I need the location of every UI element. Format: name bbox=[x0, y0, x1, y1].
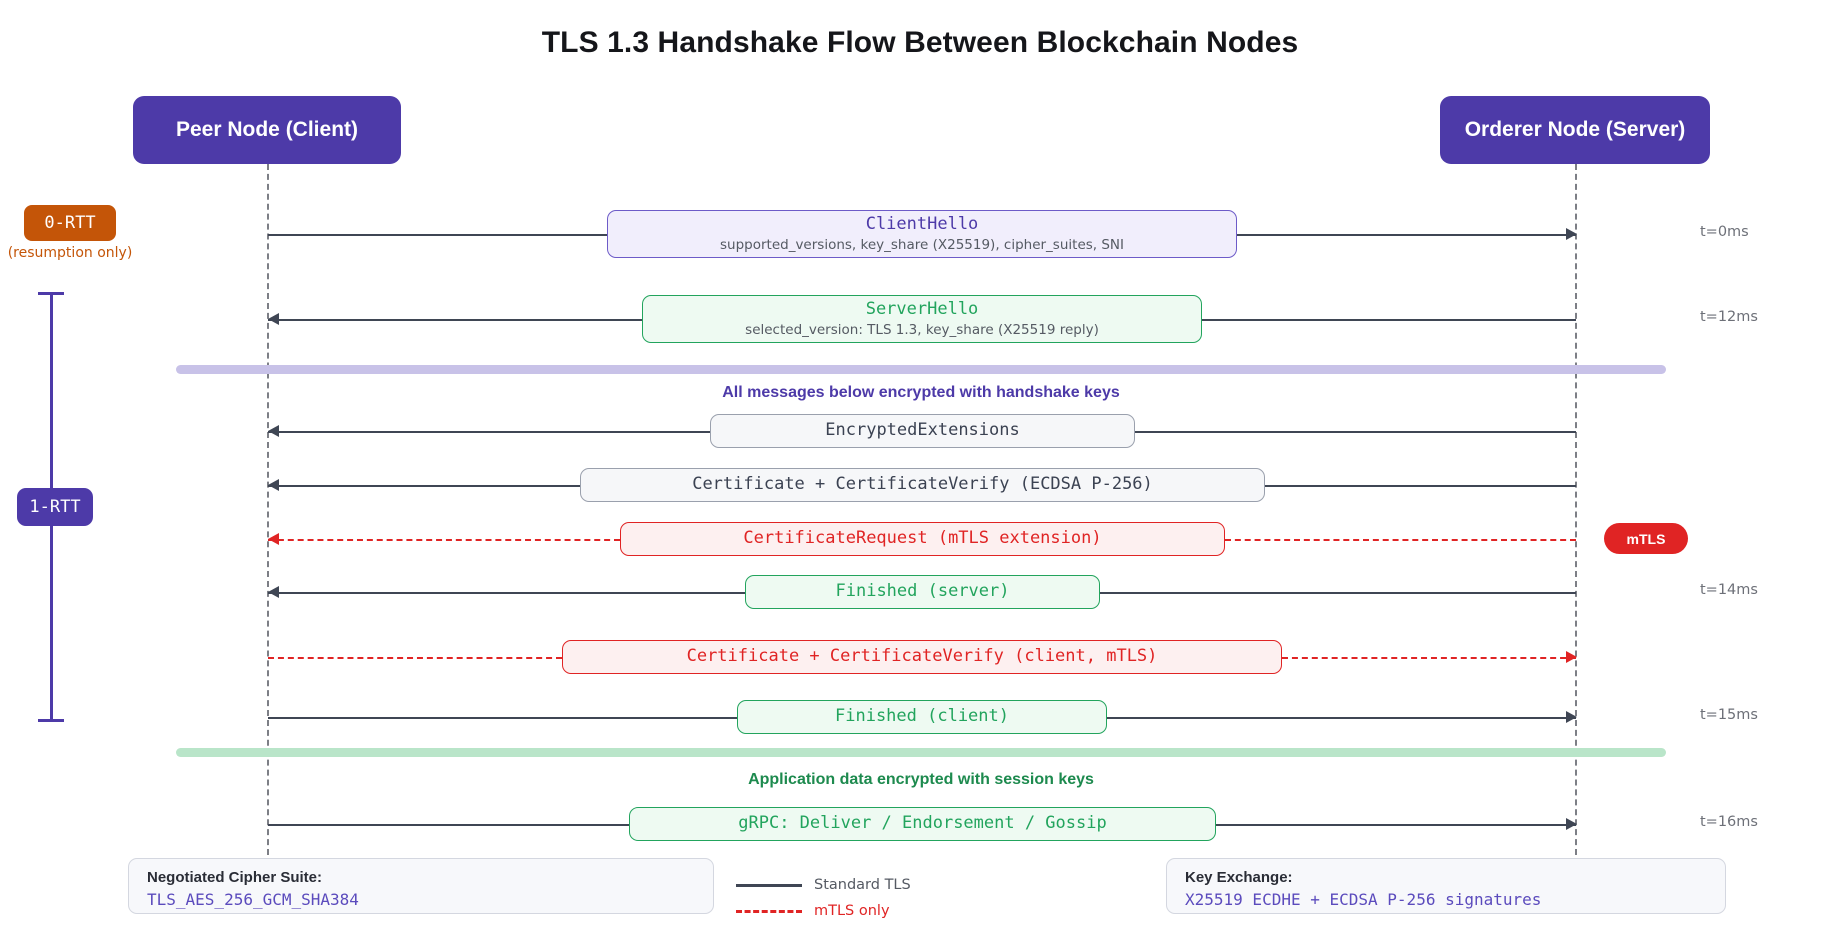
message-title: ClientHello bbox=[865, 213, 979, 234]
message-line bbox=[1135, 431, 1576, 433]
arrow-head-icon bbox=[1566, 651, 1577, 663]
message-box[interactable]: Certificate + CertificateVerify (client,… bbox=[562, 640, 1282, 674]
actor-server-label: Orderer Node (Server) bbox=[1464, 118, 1686, 141]
footer-key-exchange: Key Exchange: X25519 ECDHE + ECDSA P-256… bbox=[1166, 858, 1726, 914]
arrow-head-icon bbox=[268, 479, 279, 491]
legend-label: Standard TLS bbox=[814, 877, 911, 893]
message-title: CertificateRequest (mTLS extension) bbox=[743, 528, 1102, 549]
message-line bbox=[268, 539, 620, 541]
message-line bbox=[268, 431, 710, 433]
actor-client[interactable]: Peer Node (Client) bbox=[133, 96, 401, 164]
message-title: Certificate + CertificateVerify (client,… bbox=[686, 646, 1158, 667]
message-box[interactable]: ClientHello supported_versions, key_share… bbox=[607, 210, 1237, 258]
message-title: EncryptedExtensions bbox=[825, 420, 1020, 441]
section-band bbox=[176, 365, 1666, 374]
message-box[interactable]: Finished (server) bbox=[745, 575, 1100, 609]
message-line bbox=[1107, 717, 1576, 719]
message-subtitle: selected_version: TLS 1.3, key_share (X2… bbox=[745, 321, 1099, 338]
message-subtitle: supported_versions, key_share (X25519), … bbox=[719, 236, 1125, 253]
badge-0rtt-label: 0-RTT bbox=[44, 213, 96, 233]
section-band-label: Application data encrypted with session … bbox=[748, 771, 1094, 788]
message-box[interactable]: CertificateRequest (mTLS extension) bbox=[620, 522, 1225, 556]
legend-swatch-icon bbox=[736, 883, 802, 887]
message-title: Finished (client) bbox=[835, 706, 1009, 727]
message-box[interactable]: ServerHello selected_version: TLS 1.3, ke… bbox=[642, 295, 1202, 343]
footer-key-exchange-key: Key Exchange: bbox=[1185, 869, 1293, 886]
arrow-head-icon bbox=[268, 313, 279, 325]
arrow-head-icon bbox=[268, 425, 279, 437]
message-line bbox=[268, 319, 642, 321]
message-title: ServerHello bbox=[865, 298, 979, 319]
arrow-head-icon bbox=[268, 586, 279, 598]
badge-0rtt: 0-RTT bbox=[24, 205, 116, 241]
message-line bbox=[268, 717, 737, 719]
message-title: Certificate + CertificateVerify (ECDSA P… bbox=[692, 474, 1153, 495]
message-box[interactable]: Finished (client) bbox=[737, 700, 1107, 734]
badge-mtls: mTLS bbox=[1604, 523, 1688, 554]
actor-server[interactable]: Orderer Node (Server) bbox=[1440, 96, 1710, 164]
legend-item: Standard TLS bbox=[736, 872, 996, 898]
arrow-head-icon bbox=[1566, 818, 1577, 830]
message-line bbox=[1225, 539, 1576, 541]
section-band-label: All messages below encrypted with handsh… bbox=[722, 384, 1120, 401]
timestamp-label: t=14ms bbox=[1700, 582, 1758, 598]
message-box[interactable]: gRPC: Deliver / Endorsement / Gossip bbox=[629, 807, 1216, 841]
legend: Standard TLS mTLS only bbox=[736, 872, 996, 924]
message-line bbox=[1265, 485, 1576, 487]
lifeline-server bbox=[1575, 164, 1577, 855]
section-band bbox=[176, 748, 1666, 757]
arrow-head-icon bbox=[268, 533, 279, 545]
message-box[interactable]: EncryptedExtensions bbox=[710, 414, 1135, 448]
actor-client-label: Peer Node (Client) bbox=[175, 118, 359, 141]
message-line bbox=[1237, 234, 1576, 236]
message-line bbox=[1202, 319, 1576, 321]
message-line bbox=[1282, 657, 1576, 659]
timestamp-label: t=15ms bbox=[1700, 707, 1758, 723]
message-line bbox=[268, 657, 562, 659]
footer-key-exchange-value: X25519 ECDHE + ECDSA P-256 signatures bbox=[1185, 889, 1542, 909]
message-box[interactable]: Certificate + CertificateVerify (ECDSA P… bbox=[580, 468, 1265, 502]
footer-cipher-suite-value: TLS_AES_256_GCM_SHA384 bbox=[147, 889, 359, 909]
timestamp-label: t=16ms bbox=[1700, 814, 1758, 830]
timestamp-label: t=0ms bbox=[1700, 224, 1749, 240]
lifeline-client bbox=[267, 164, 269, 855]
timestamp-label: t=12ms bbox=[1700, 309, 1758, 325]
message-line bbox=[1216, 824, 1576, 826]
message-line bbox=[268, 234, 607, 236]
footer-cipher-suite: Negotiated Cipher Suite: TLS_AES_256_GCM… bbox=[128, 858, 714, 914]
message-line bbox=[1100, 592, 1576, 594]
message-line bbox=[268, 592, 745, 594]
legend-item: mTLS only bbox=[736, 898, 996, 924]
message-line bbox=[268, 485, 580, 487]
badge-1rtt: 1-RTT bbox=[17, 488, 93, 526]
arrow-head-icon bbox=[1566, 711, 1577, 723]
message-title: gRPC: Deliver / Endorsement / Gossip bbox=[738, 813, 1107, 834]
message-line bbox=[268, 824, 629, 826]
legend-swatch-icon bbox=[736, 909, 802, 913]
rtt-bracket-cap-bottom bbox=[38, 719, 64, 722]
page-title: TLS 1.3 Handshake Flow Between Blockchai… bbox=[541, 26, 1299, 59]
badge-0rtt-sublabel: (resumption only) bbox=[7, 245, 133, 261]
message-title: Finished (server) bbox=[835, 581, 1010, 602]
footer-cipher-suite-key: Negotiated Cipher Suite: bbox=[147, 869, 323, 886]
badge-1rtt-label: 1-RTT bbox=[29, 497, 81, 517]
legend-label: mTLS only bbox=[814, 903, 890, 919]
arrow-head-icon bbox=[1566, 228, 1577, 240]
